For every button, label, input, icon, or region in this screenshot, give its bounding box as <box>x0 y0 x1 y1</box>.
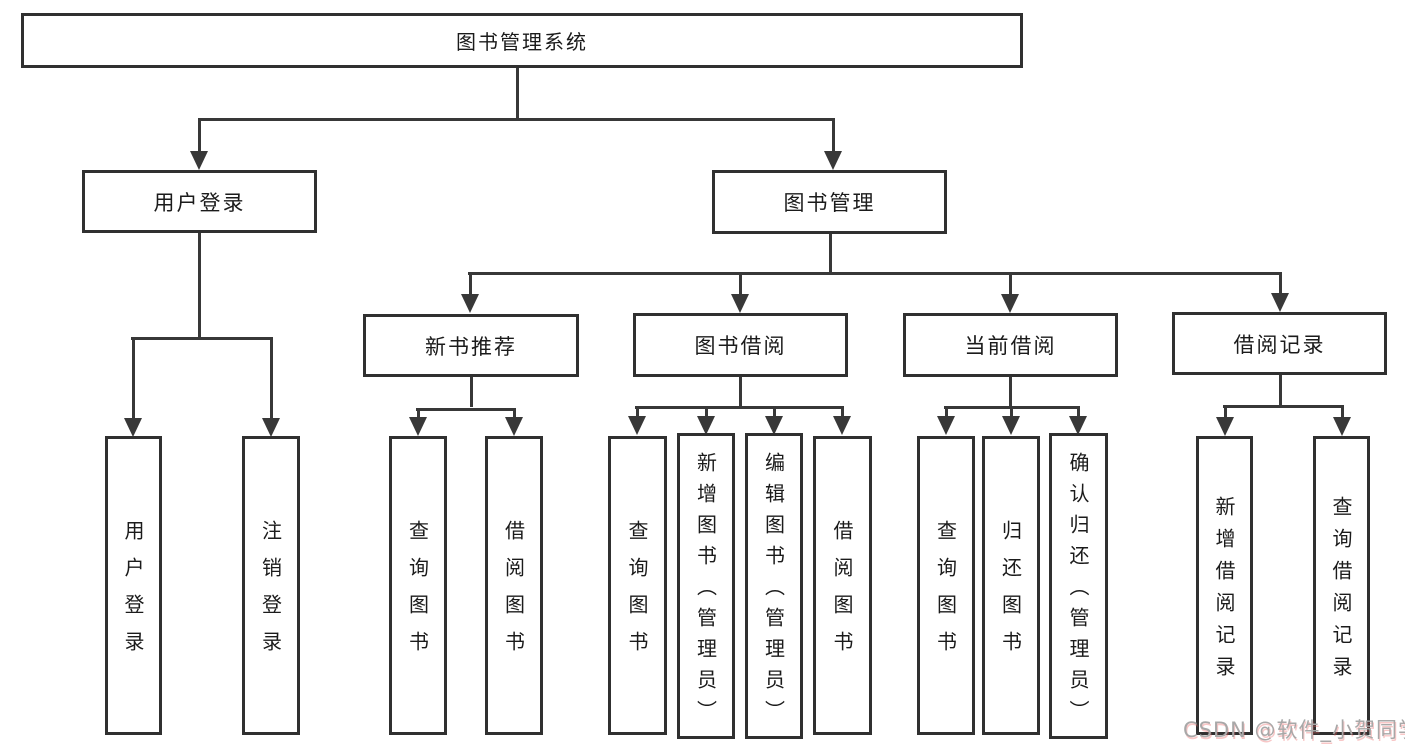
arrow-down-icon <box>461 294 479 313</box>
node-current-borrow-label: 当前借阅 <box>964 334 1057 358</box>
leaf-user-login: 用户登录 <box>105 436 162 735</box>
leaf-query-book-2: 查询图书 <box>608 436 667 735</box>
arrow-down-icon <box>190 151 208 170</box>
connector-line <box>416 408 516 411</box>
leaf-query-book-1: 查询图书 <box>389 436 447 735</box>
leaf-confirm-return-admin: 确认归还（管理员） <box>1049 433 1108 739</box>
connector-line <box>131 337 273 340</box>
connector-line <box>470 377 473 407</box>
node-user-login-label: 用户登录 <box>153 190 246 215</box>
leaf-query-book-3-label: 查询图书 <box>933 520 958 668</box>
node-user-login: 用户登录 <box>82 170 317 233</box>
leaf-logout-label: 注销登录 <box>258 520 283 668</box>
arrow-down-icon <box>1333 417 1351 436</box>
arrow-down-icon <box>262 418 280 437</box>
node-new-book-recommend: 新书推荐 <box>363 314 579 377</box>
arrow-down-icon <box>1216 417 1234 436</box>
arrow-down-icon <box>1271 293 1289 312</box>
node-root: 图书管理系统 <box>21 13 1023 68</box>
connector-line <box>832 118 835 154</box>
connector-line <box>829 233 832 272</box>
leaf-edit-book-admin: 编辑图书（管理员） <box>745 433 803 739</box>
connector-line <box>1224 405 1227 418</box>
leaf-add-borrow-record-label: 新增借阅记录 <box>1212 495 1236 688</box>
arrow-down-icon <box>765 416 783 435</box>
arrow-down-icon <box>505 417 523 436</box>
arrow-down-icon <box>697 416 715 435</box>
arrow-down-icon <box>731 294 749 313</box>
leaf-borrow-book-2: 借阅图书 <box>813 436 872 735</box>
node-book-management-label: 图书管理 <box>783 191 876 215</box>
connector-line <box>945 406 948 417</box>
leaf-query-book-1-label: 查询图书 <box>405 520 430 668</box>
arrow-down-icon <box>1069 416 1087 435</box>
node-new-book-recommend-label: 新书推荐 <box>425 334 517 359</box>
connector-line <box>468 272 1282 275</box>
connector-line <box>198 233 201 337</box>
connector-line <box>198 118 201 154</box>
leaf-return-book: 归还图书 <box>982 436 1040 735</box>
leaf-edit-book-admin-label: 编辑图书（管理员） <box>761 452 786 731</box>
arrow-down-icon <box>1001 294 1019 313</box>
connector-line <box>516 68 519 118</box>
csdn-watermark: CSDN @软件_小贺同学 <box>1183 718 1405 742</box>
connector-line <box>417 408 420 418</box>
connector-line <box>705 406 708 417</box>
connector-line <box>270 337 273 419</box>
leaf-query-book-2-label: 查询图书 <box>625 520 649 668</box>
connector-line <box>636 406 639 417</box>
arrow-down-icon <box>124 418 142 437</box>
connector-line <box>841 406 844 417</box>
connector-line <box>944 406 1080 409</box>
node-book-management: 图书管理 <box>712 170 947 234</box>
leaf-query-borrow-record: 查询借阅记录 <box>1313 436 1370 735</box>
connector-line <box>198 118 835 121</box>
arrow-down-icon <box>824 151 842 170</box>
leaf-query-borrow-record-label: 查询借阅记录 <box>1329 495 1353 688</box>
connector-line <box>1009 272 1012 296</box>
arrow-down-icon <box>937 416 955 435</box>
connector-line <box>1009 377 1012 406</box>
connector-line <box>635 406 844 409</box>
leaf-user-login-label: 用户登录 <box>121 520 145 668</box>
connector-line <box>1077 406 1080 417</box>
arrow-down-icon <box>628 416 646 435</box>
leaf-logout: 注销登录 <box>242 436 300 735</box>
arrow-down-icon <box>1002 416 1020 435</box>
connector-line <box>132 337 135 419</box>
leaf-borrow-book-1: 借阅图书 <box>485 436 543 735</box>
connector-line <box>1279 272 1282 296</box>
connector-line <box>1010 406 1013 417</box>
leaf-borrow-book-1-label: 借阅图书 <box>501 520 526 668</box>
node-borrow-records: 借阅记录 <box>1172 312 1387 375</box>
node-book-borrow-label: 图书借阅 <box>694 334 787 358</box>
connector-line <box>513 408 516 418</box>
node-root-label: 图书管理系统 <box>456 30 588 54</box>
connector-line <box>469 272 472 296</box>
leaf-return-book-label: 归还图书 <box>998 520 1023 668</box>
connector-line <box>739 272 742 296</box>
node-book-borrow: 图书借阅 <box>633 313 848 377</box>
leaf-borrow-book-2-label: 借阅图书 <box>830 520 854 668</box>
connector-line <box>1279 375 1282 405</box>
connector-line <box>773 406 776 417</box>
arrow-down-icon <box>409 417 427 436</box>
arrow-down-icon <box>833 416 851 435</box>
connector-line <box>739 377 742 406</box>
leaf-add-book-admin-label: 新增图书（管理员） <box>693 452 718 731</box>
node-borrow-records-label: 借阅记录 <box>1233 332 1326 357</box>
node-current-borrow: 当前借阅 <box>903 313 1118 377</box>
leaf-confirm-return-admin-label: 确认归还（管理员） <box>1066 452 1090 731</box>
leaf-add-borrow-record: 新增借阅记录 <box>1196 436 1253 735</box>
leaf-query-book-3: 查询图书 <box>917 436 975 735</box>
leaf-add-book-admin: 新增图书（管理员） <box>677 433 735 739</box>
connector-line <box>1341 405 1344 418</box>
connector-line <box>1223 405 1344 408</box>
